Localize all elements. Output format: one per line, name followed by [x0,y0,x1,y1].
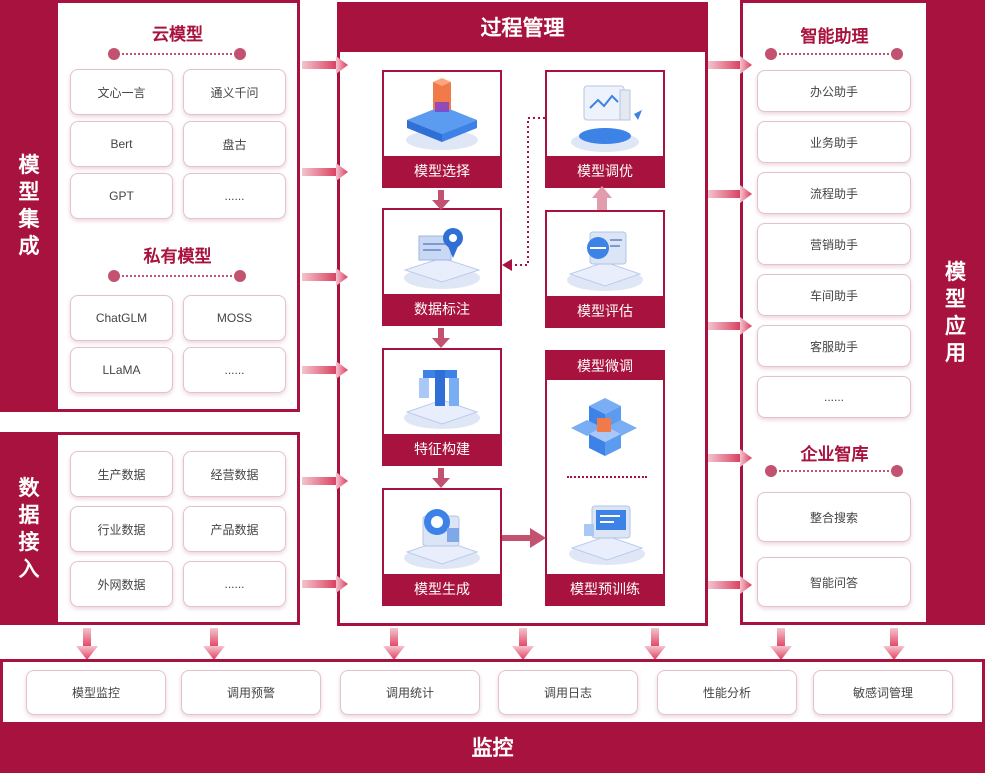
finetune-divider [567,476,647,478]
kb-item[interactable]: 整合搜索 [757,492,911,542]
monitor-item[interactable]: 性能分析 [657,670,797,715]
cloud-title-divider [108,48,246,60]
private-model-title: 私有模型 [143,247,212,266]
arrow-down-icon [432,190,450,488]
monitor-item[interactable]: 调用预警 [181,670,321,715]
step-card-model-tune[interactable]: 模型调优 [545,70,665,188]
cloud-model-item[interactable]: ...... [183,173,286,219]
step-label: 特征构建 [384,434,500,464]
feature-build-illustration [404,370,480,429]
data-source-item[interactable]: 生产数据 [70,451,173,497]
cloud-model-item[interactable]: 盘古 [183,121,286,167]
data-source-item[interactable]: 外网数据 [70,561,173,607]
model-tune-illustration [571,85,642,152]
arrow-right-icon [708,56,752,594]
cloud-model-item[interactable]: GPT [70,173,173,219]
step-label: 模型评估 [547,296,663,326]
finetune-group: 模型微调 模型预训练 [545,350,665,606]
monitor-item[interactable]: 调用统计 [340,670,480,715]
monitor-item[interactable]: 调用日志 [498,670,638,715]
finetune-title: 模型微调 [547,352,663,380]
cloud-model-item[interactable]: Bert [70,121,173,167]
cloud-model-title: 云模型 [152,25,203,44]
cloud-model-item[interactable]: 文心一言 [70,69,173,115]
step-card-model-select[interactable]: 模型选择 [382,70,502,188]
assistant-item[interactable]: ...... [757,376,911,418]
data-source-item[interactable]: 经营数据 [183,451,286,497]
assistant-title-divider [765,48,903,60]
assistant-item[interactable]: 客服助手 [757,325,911,367]
step-card-feature-build[interactable]: 特征构建 [382,348,502,466]
assistant-title: 智能助理 [800,27,869,46]
process-management-title: 过程管理 [480,17,565,40]
private-model-item[interactable]: LLaMA [70,347,173,393]
kb-item[interactable]: 智能问答 [757,557,911,607]
process-flow-arrows [432,117,612,548]
step-label: 模型选择 [384,156,500,186]
arrow-left-icon [502,259,512,271]
monitor-item[interactable]: 模型监控 [26,670,166,715]
arrow-right-icon [502,528,546,548]
data-source-item[interactable]: ...... [183,561,286,607]
arrow-up-icon [592,186,612,210]
assistant-item[interactable]: 营销助手 [757,223,911,265]
assistant-item[interactable]: 车间助手 [757,274,911,316]
private-title-divider [108,270,246,282]
finetune-cube-illustration [571,398,637,456]
kb-title-divider [765,465,903,477]
data-label-illustration [403,228,481,289]
knowledge-base-title: 企业智库 [800,445,869,464]
pretrain-label: 模型预训练 [547,574,663,604]
step-card-data-label[interactable]: 数据标注 [382,208,502,326]
model-application-title: 模 型 应 用 [945,260,966,365]
step-card-model-eval[interactable]: 模型评估 [545,210,665,328]
model-generate-illustration [404,509,480,569]
assistant-item[interactable]: 流程助手 [757,172,911,214]
step-card-model-generate[interactable]: 模型生成 [382,488,502,606]
feedback-connector [512,117,545,266]
model-integration-title: 模 型 集 成 [18,154,40,258]
step-label: 模型生成 [384,574,500,604]
private-model-item[interactable]: ...... [183,347,286,393]
assistant-item[interactable]: 业务助手 [757,121,911,163]
assistant-item[interactable]: 办公助手 [757,70,911,112]
private-model-item[interactable]: MOSS [183,295,286,341]
cloud-model-item[interactable]: 通义千问 [183,69,286,115]
step-label: 数据标注 [384,294,500,324]
monitor-item[interactable]: 敏感词管理 [813,670,953,715]
model-select-illustration [406,78,478,150]
private-model-item[interactable]: ChatGLM [70,295,173,341]
arrow-right-icon [302,56,348,593]
step-label: 模型调优 [547,156,663,186]
data-source-item[interactable]: 产品数据 [183,506,286,552]
model-eval-illustration [567,231,643,291]
pretrain-illustration [569,505,645,565]
arrow-down-icon [76,628,905,660]
monitor-title: 监控 [471,737,514,760]
data-source-item[interactable]: 行业数据 [70,506,173,552]
data-access-title: 数 据 接 入 [18,476,40,581]
